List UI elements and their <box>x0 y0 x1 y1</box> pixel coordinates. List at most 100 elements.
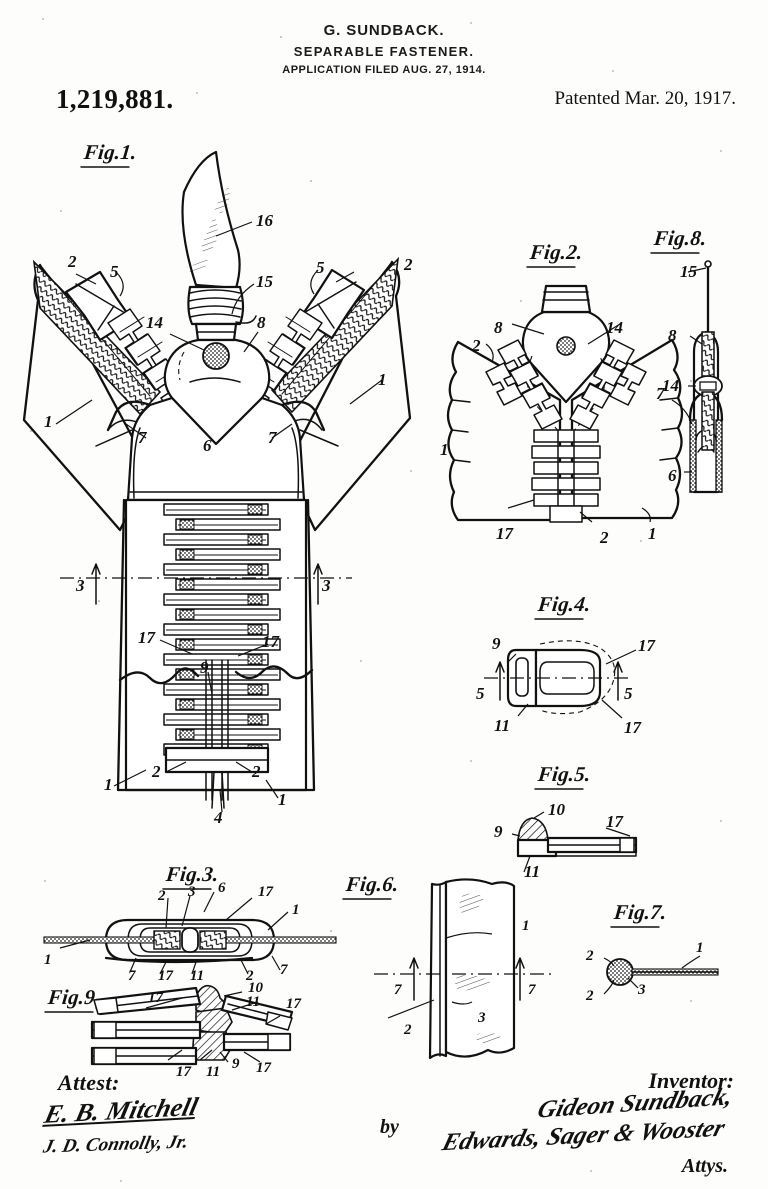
fig1-numeral-1-left: 1 <box>44 412 53 431</box>
fig1-numeral-17-left: 17 <box>138 628 155 647</box>
fig6-numeral-1: 1 <box>522 918 530 934</box>
fig1-numeral-2-left: 2 <box>68 252 77 271</box>
fig1-numeral-3-left: 3 <box>76 576 85 595</box>
fig9-numeral-17-upper-left: 17 <box>148 990 163 1006</box>
fig2-numeral-17: 17 <box>496 524 513 543</box>
fig1-leaders <box>55 221 383 813</box>
fig2-numeral-14: 14 <box>606 318 623 337</box>
fig1-numeral-7-left: 7 <box>138 428 147 447</box>
fig5-numeral-10: 10 <box>548 800 565 819</box>
inventor-label: Inventor: <box>648 1068 734 1093</box>
fig6-section-arrows <box>409 957 525 1001</box>
fig3-numeral-11: 11 <box>190 968 205 984</box>
fig9-numeral-9: 9 <box>232 1056 240 1072</box>
fig2-left-tape <box>446 340 562 522</box>
fig7-cord-section <box>606 958 719 986</box>
fig9-numeral-11-bottom: 11 <box>206 1064 221 1080</box>
fig2-elements-right <box>569 339 647 430</box>
by-label: by <box>380 1116 399 1138</box>
fig1-numeral-14: 14 <box>146 313 163 332</box>
fig1-numeral-8: 8 <box>257 313 266 332</box>
attest-label: Attest: <box>58 1070 120 1095</box>
fig1-numeral-1-bottom-right: 1 <box>278 790 287 809</box>
fig2-numeral-2-left: 2 <box>472 336 481 355</box>
fig1-numeral-17-right: 17 <box>262 632 279 651</box>
fig1-teeth-stack <box>163 503 281 756</box>
fig1-pull-tab <box>181 150 241 290</box>
fig1-numeral-2-right: 2 <box>404 255 413 274</box>
fig8-numeral-7: 7 <box>656 384 665 403</box>
fig8-numeral-15: 15 <box>680 262 697 281</box>
fig4-numeral-17-bottom: 17 <box>624 718 641 737</box>
patent-number: 1,219,881. <box>56 84 174 114</box>
fig3-numeral-3: 3 <box>188 884 196 900</box>
fig3-numeral-7-left: 7 <box>128 968 136 984</box>
fig6-numeral-7-left: 7 <box>394 982 402 998</box>
fig3-numeral-1-right: 1 <box>292 902 300 918</box>
attorneys-label: Attys. <box>681 1155 728 1177</box>
fig6-numeral-2: 2 <box>404 1022 412 1038</box>
fig3-leaders <box>59 891 289 975</box>
fig3-numeral-17-bottom: 17 <box>158 968 173 984</box>
fig4-numeral-5-left: 5 <box>476 684 485 703</box>
fig1-numeral-1-bottom-left: 1 <box>104 775 113 794</box>
fig2-rivet-14 <box>556 336 576 356</box>
fig3-numeral-2-top: 2 <box>158 888 166 904</box>
fig7-numeral-1: 1 <box>696 940 704 956</box>
header-inventor-name: G. SUNDBACK. <box>323 22 445 39</box>
fig3-numeral-7-right: 7 <box>280 962 288 978</box>
fig4-numeral-17-top: 17 <box>638 636 655 655</box>
fig5-numeral-17: 17 <box>606 812 623 831</box>
fig7-numeral-2-bottom: 2 <box>586 988 594 1004</box>
fig1-rivet-14 <box>202 342 230 370</box>
fig1-numeral-9: 9 <box>200 658 209 677</box>
fig3-pin-11 <box>181 927 199 953</box>
fig1-guide-arms <box>106 400 326 432</box>
fig3-numeral-6: 6 <box>218 880 226 896</box>
fig1-numeral-5-right: 5 <box>316 258 325 277</box>
fig4-section-arrows <box>495 661 623 701</box>
fig9-numeral-17-upper-right: 17 <box>286 996 301 1012</box>
fig2-closed-stack <box>531 429 601 523</box>
fig1-pull-neck-wrap <box>187 285 257 326</box>
fig2-elements-left <box>485 339 563 430</box>
fig1-numeral-1-right: 1 <box>378 370 387 389</box>
fig1-numeral-4: 4 <box>214 808 223 827</box>
fig3-numeral-1-left: 1 <box>44 952 52 968</box>
fig6-numeral-7-right: 7 <box>528 982 536 998</box>
fig1-slider-cap <box>163 338 271 446</box>
fig9-numeral-17-lower-left: 17 <box>176 1064 191 1080</box>
fig4-numeral-11: 11 <box>494 716 511 735</box>
fig9-numeral-11-top: 11 <box>246 994 261 1010</box>
fig1-numeral-16: 16 <box>256 211 273 230</box>
fig1-numeral-3-right: 3 <box>322 576 331 595</box>
fig3-cords <box>43 930 337 950</box>
fig2-right-tape <box>570 338 684 520</box>
fig9-leaders <box>145 991 281 1063</box>
fig5-leaders <box>511 811 631 873</box>
fig2-numeral-2-bottom: 2 <box>600 528 609 547</box>
fig1-numeral-6: 6 <box>203 436 212 455</box>
fig9-numeral-17-lower-right: 17 <box>256 1060 271 1076</box>
fig8-numeral-6: 6 <box>668 466 677 485</box>
fig8-leaders <box>671 267 707 473</box>
fig7-numeral-3: 3 <box>638 982 646 998</box>
fig4-numeral-5-right: 5 <box>624 684 633 703</box>
fig1-numeral-7-right: 7 <box>268 428 277 447</box>
fig8-numeral-8: 8 <box>668 326 677 345</box>
fig2-numeral-8: 8 <box>494 318 503 337</box>
fig4-numeral-9: 9 <box>492 634 501 653</box>
fig3-numeral-2-bottom: 2 <box>246 968 254 984</box>
header-title: SEPARABLE FASTENER. <box>293 44 475 59</box>
fig1-section-line-3 <box>60 563 352 605</box>
fig2-numeral-1-left: 1 <box>440 440 449 459</box>
fig4-leaders <box>507 649 637 719</box>
